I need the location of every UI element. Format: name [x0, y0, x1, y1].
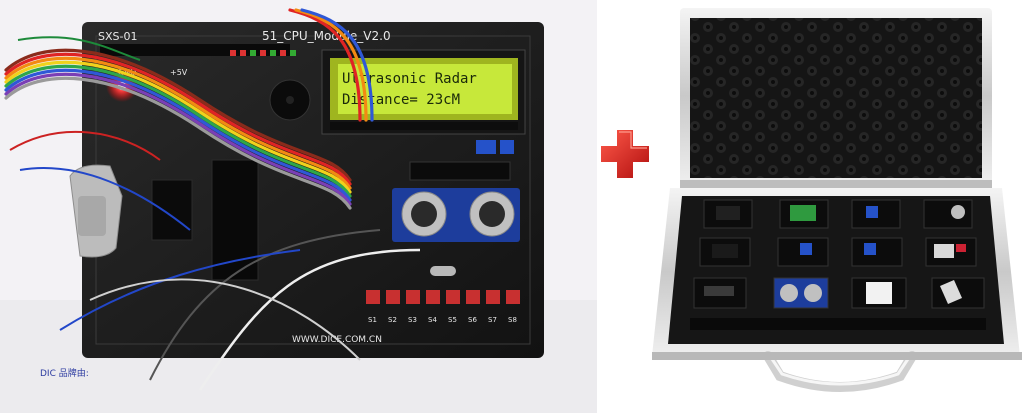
sensor-module — [773, 277, 829, 309]
push-button-row: S1 S2 S3 S4 S5 S6 S7 S8 — [366, 290, 520, 324]
sensor-module — [925, 237, 977, 267]
sensor-module — [851, 237, 903, 267]
maker-note: DIC 品牌由: — [40, 367, 89, 379]
key-label: S2 — [388, 316, 397, 324]
sensor-module — [931, 277, 985, 309]
key-label: S8 — [508, 316, 517, 324]
ultrasonic-sensor — [392, 188, 520, 242]
key-label: S3 — [408, 316, 417, 324]
case-handle — [763, 351, 917, 392]
sensor-module — [779, 199, 829, 229]
lid-foam — [690, 18, 982, 178]
board-title-label: 51_CPU_Module_V2.0 — [262, 29, 391, 43]
key-label: S5 — [448, 316, 457, 324]
serial-connector — [69, 164, 123, 258]
jumper-wires — [9, 36, 421, 391]
dev-board-photo: SXS-01 51_CPU_Module_V2.0 GND +5V WWW.DI… — [0, 0, 597, 413]
key-label: S7 — [488, 316, 497, 324]
mcu-chip-socket — [211, 159, 259, 281]
key-label: S1 — [368, 316, 377, 324]
red-plus-icon — [601, 130, 649, 178]
key-label: S6 — [468, 316, 477, 324]
sensor-module — [693, 277, 747, 309]
lcd-line-1: Ultrasonic Radar — [342, 71, 477, 87]
sensor-module — [851, 199, 901, 229]
sensor-module — [699, 237, 751, 267]
sensor-kit-case-photo — [652, 8, 1022, 392]
sensor-module — [777, 237, 829, 267]
ribbon-cable — [4, 8, 374, 210]
case-base-foam — [668, 196, 1004, 344]
board-model-label: SXS-01 — [98, 30, 137, 43]
key-label: S4 — [428, 316, 437, 324]
vcc-label: +5V — [170, 68, 188, 77]
sensor-module — [851, 277, 907, 309]
sensor-module — [703, 199, 753, 229]
sensor-module — [923, 199, 973, 229]
